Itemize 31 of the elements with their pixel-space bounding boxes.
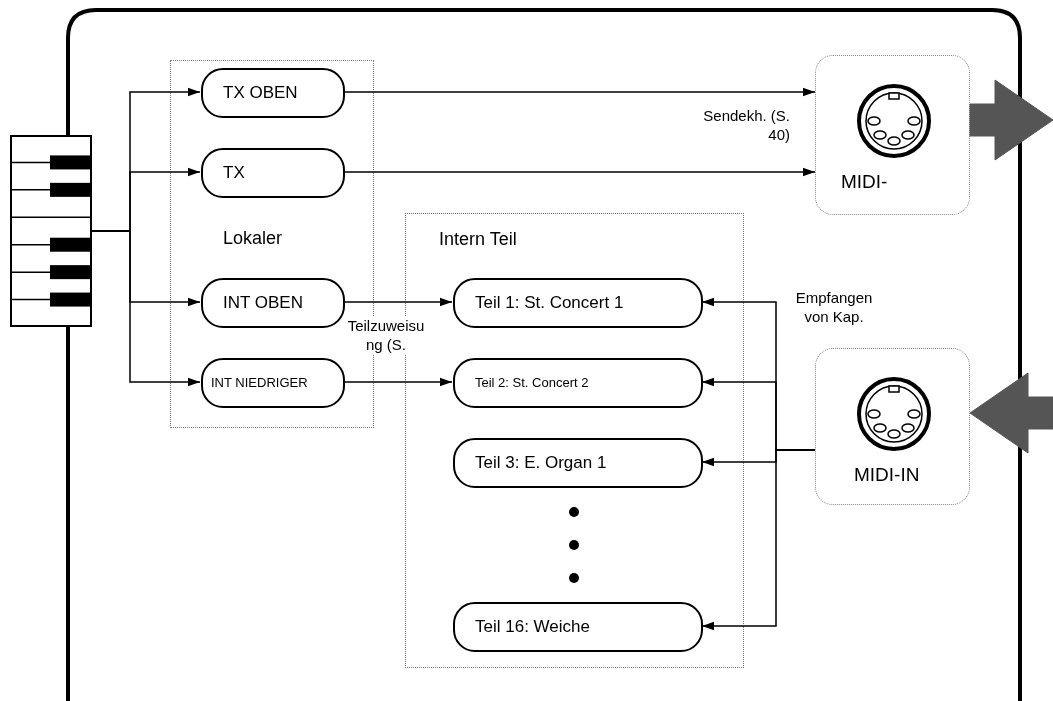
box-label: Teil 16: Weiche [475,616,590,639]
box-label: INT OBEN [223,292,303,315]
keyboard-drawing [10,135,92,327]
group-title: Intern Teil [439,228,517,251]
rounded-box [201,68,345,118]
midi-port-panel [815,55,970,215]
box-label: Teil 3: E. Organ 1 [475,452,607,475]
rounded-box [453,602,703,652]
port-label: MIDI- [841,170,888,194]
arrow [343,167,816,177]
box-label: Teil 2: St. Concert 2 [475,374,589,393]
midi-port-panel [815,348,970,505]
rounded-box [453,438,703,488]
arrow [343,377,453,387]
arrow [343,87,816,97]
arrow [343,297,453,307]
port-label: MIDI-IN [854,463,920,487]
rounded-box [201,148,345,198]
box-label: TX OBEN [223,82,298,105]
block-arrow [969,372,1053,454]
rounded-box [201,358,345,408]
box-label: INT NIEDRIGER [211,374,308,393]
group-title: Lokaler [223,227,283,250]
block-arrow [969,79,1053,161]
box-label: TX [223,162,245,185]
rounded-box [453,278,703,328]
arrow [701,449,816,631]
box-label: Teil 1: St. Concert 1 [475,292,624,315]
arrow [91,230,201,387]
rounded-box [201,278,345,328]
rounded-box [453,358,703,408]
